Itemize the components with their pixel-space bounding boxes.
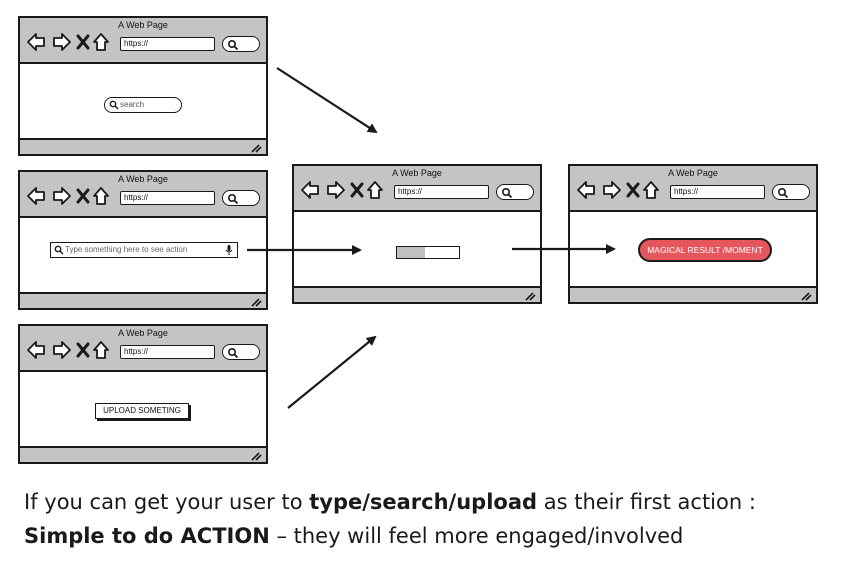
magnifier-icon: [227, 39, 239, 51]
back-arrow-icon[interactable]: [27, 187, 45, 205]
browser-window-type: A Web Page https:// Type something here …: [18, 170, 268, 310]
forward-arrow-icon[interactable]: [603, 181, 621, 199]
close-x-icon[interactable]: [76, 342, 90, 358]
magnifier-icon: [227, 347, 239, 359]
status-bar: [20, 138, 266, 154]
browser-toolbar: A Web Page https://: [20, 172, 266, 218]
nav-icons: [27, 33, 109, 51]
browser-toolbar: A Web Page https://: [20, 18, 266, 64]
caption-line1-pre: If you can get your user to: [24, 490, 310, 514]
close-x-icon[interactable]: [76, 188, 90, 204]
nav-icons: [301, 181, 383, 199]
caption-line1-post: as their first action :: [537, 490, 756, 514]
close-x-icon[interactable]: [350, 182, 364, 198]
status-bar: [20, 292, 266, 308]
browser-toolbar: A Web Page https://: [570, 166, 816, 212]
window-title: A Web Page: [118, 174, 168, 184]
type-input[interactable]: Type something here to see action: [50, 242, 238, 258]
browser-window-progress: A Web Page https://: [292, 164, 542, 304]
caption-line-2: Simple to do ACTION – they will feel mor…: [24, 524, 683, 548]
resize-grip-icon[interactable]: [250, 296, 262, 307]
browser-toolbar: A Web Page https://: [20, 326, 266, 372]
back-arrow-icon[interactable]: [577, 181, 595, 199]
home-icon[interactable]: [93, 341, 109, 359]
progress-bar-fill: [397, 247, 425, 258]
toolbar-search-button[interactable]: [772, 184, 810, 200]
browser-window-upload: A Web Page https:// UPLOAD SOMETING: [18, 324, 268, 464]
resize-grip-icon[interactable]: [524, 290, 536, 301]
close-x-icon[interactable]: [626, 182, 640, 198]
toolbar-search-button[interactable]: [222, 190, 260, 206]
search-placeholder: search: [120, 100, 145, 109]
search-input[interactable]: search: [104, 97, 182, 113]
url-bar[interactable]: https://: [670, 185, 765, 199]
progress-bar: [396, 246, 460, 259]
window-title: A Web Page: [118, 20, 168, 30]
caption-line2-post: – they will feel more engaged/involved: [269, 524, 684, 548]
window-title: A Web Page: [392, 168, 442, 178]
status-bar: [20, 446, 266, 462]
back-arrow-icon[interactable]: [27, 33, 45, 51]
forward-arrow-icon[interactable]: [53, 33, 71, 51]
microphone-icon[interactable]: [225, 244, 233, 256]
resize-grip-icon[interactable]: [800, 290, 812, 301]
caption-line-1: If you can get your user to type/search/…: [24, 490, 756, 514]
home-icon[interactable]: [643, 181, 659, 199]
url-bar[interactable]: https://: [120, 191, 215, 205]
browser-window-search: A Web Page https:// search: [18, 16, 268, 156]
resize-grip-icon[interactable]: [250, 142, 262, 153]
home-icon[interactable]: [93, 33, 109, 51]
nav-icons: [27, 341, 109, 359]
toolbar-search-button[interactable]: [496, 184, 534, 200]
magical-result-button[interactable]: MAGICAL RESULT /MOMENT: [638, 238, 772, 262]
magnifier-icon: [54, 245, 64, 255]
upload-button[interactable]: UPLOAD SOMETING: [95, 403, 189, 419]
browser-window-result: A Web Page https:// MAGICAL RESULT /MOME…: [568, 164, 818, 304]
home-icon[interactable]: [367, 181, 383, 199]
status-bar: [294, 286, 540, 302]
browser-toolbar: A Web Page https://: [294, 166, 540, 212]
toolbar-search-button[interactable]: [222, 344, 260, 360]
magnifier-icon: [501, 187, 513, 199]
type-placeholder: Type something here to see action: [65, 245, 188, 254]
toolbar-search-button[interactable]: [222, 36, 260, 52]
back-arrow-icon[interactable]: [301, 181, 319, 199]
caption-line2-bold: Simple to do ACTION: [24, 524, 270, 548]
arrow-search-to-progress: [276, 67, 378, 134]
resize-grip-icon[interactable]: [250, 450, 262, 461]
home-icon[interactable]: [93, 187, 109, 205]
magnifier-icon: [227, 193, 239, 205]
nav-icons: [577, 181, 659, 199]
window-title: A Web Page: [118, 328, 168, 338]
close-x-icon[interactable]: [76, 34, 90, 50]
status-bar: [570, 286, 816, 302]
forward-arrow-icon[interactable]: [53, 187, 71, 205]
nav-icons: [27, 187, 109, 205]
forward-arrow-icon[interactable]: [327, 181, 345, 199]
magnifier-icon: [777, 187, 789, 199]
url-bar[interactable]: https://: [120, 345, 215, 359]
forward-arrow-icon[interactable]: [53, 341, 71, 359]
arrow-upload-to-progress: [287, 335, 377, 409]
url-bar[interactable]: https://: [120, 37, 215, 51]
url-bar[interactable]: https://: [394, 185, 489, 199]
caption-line1-bold: type/search/upload: [309, 490, 538, 514]
window-title: A Web Page: [668, 168, 718, 178]
magnifier-icon: [109, 100, 119, 110]
back-arrow-icon[interactable]: [27, 341, 45, 359]
